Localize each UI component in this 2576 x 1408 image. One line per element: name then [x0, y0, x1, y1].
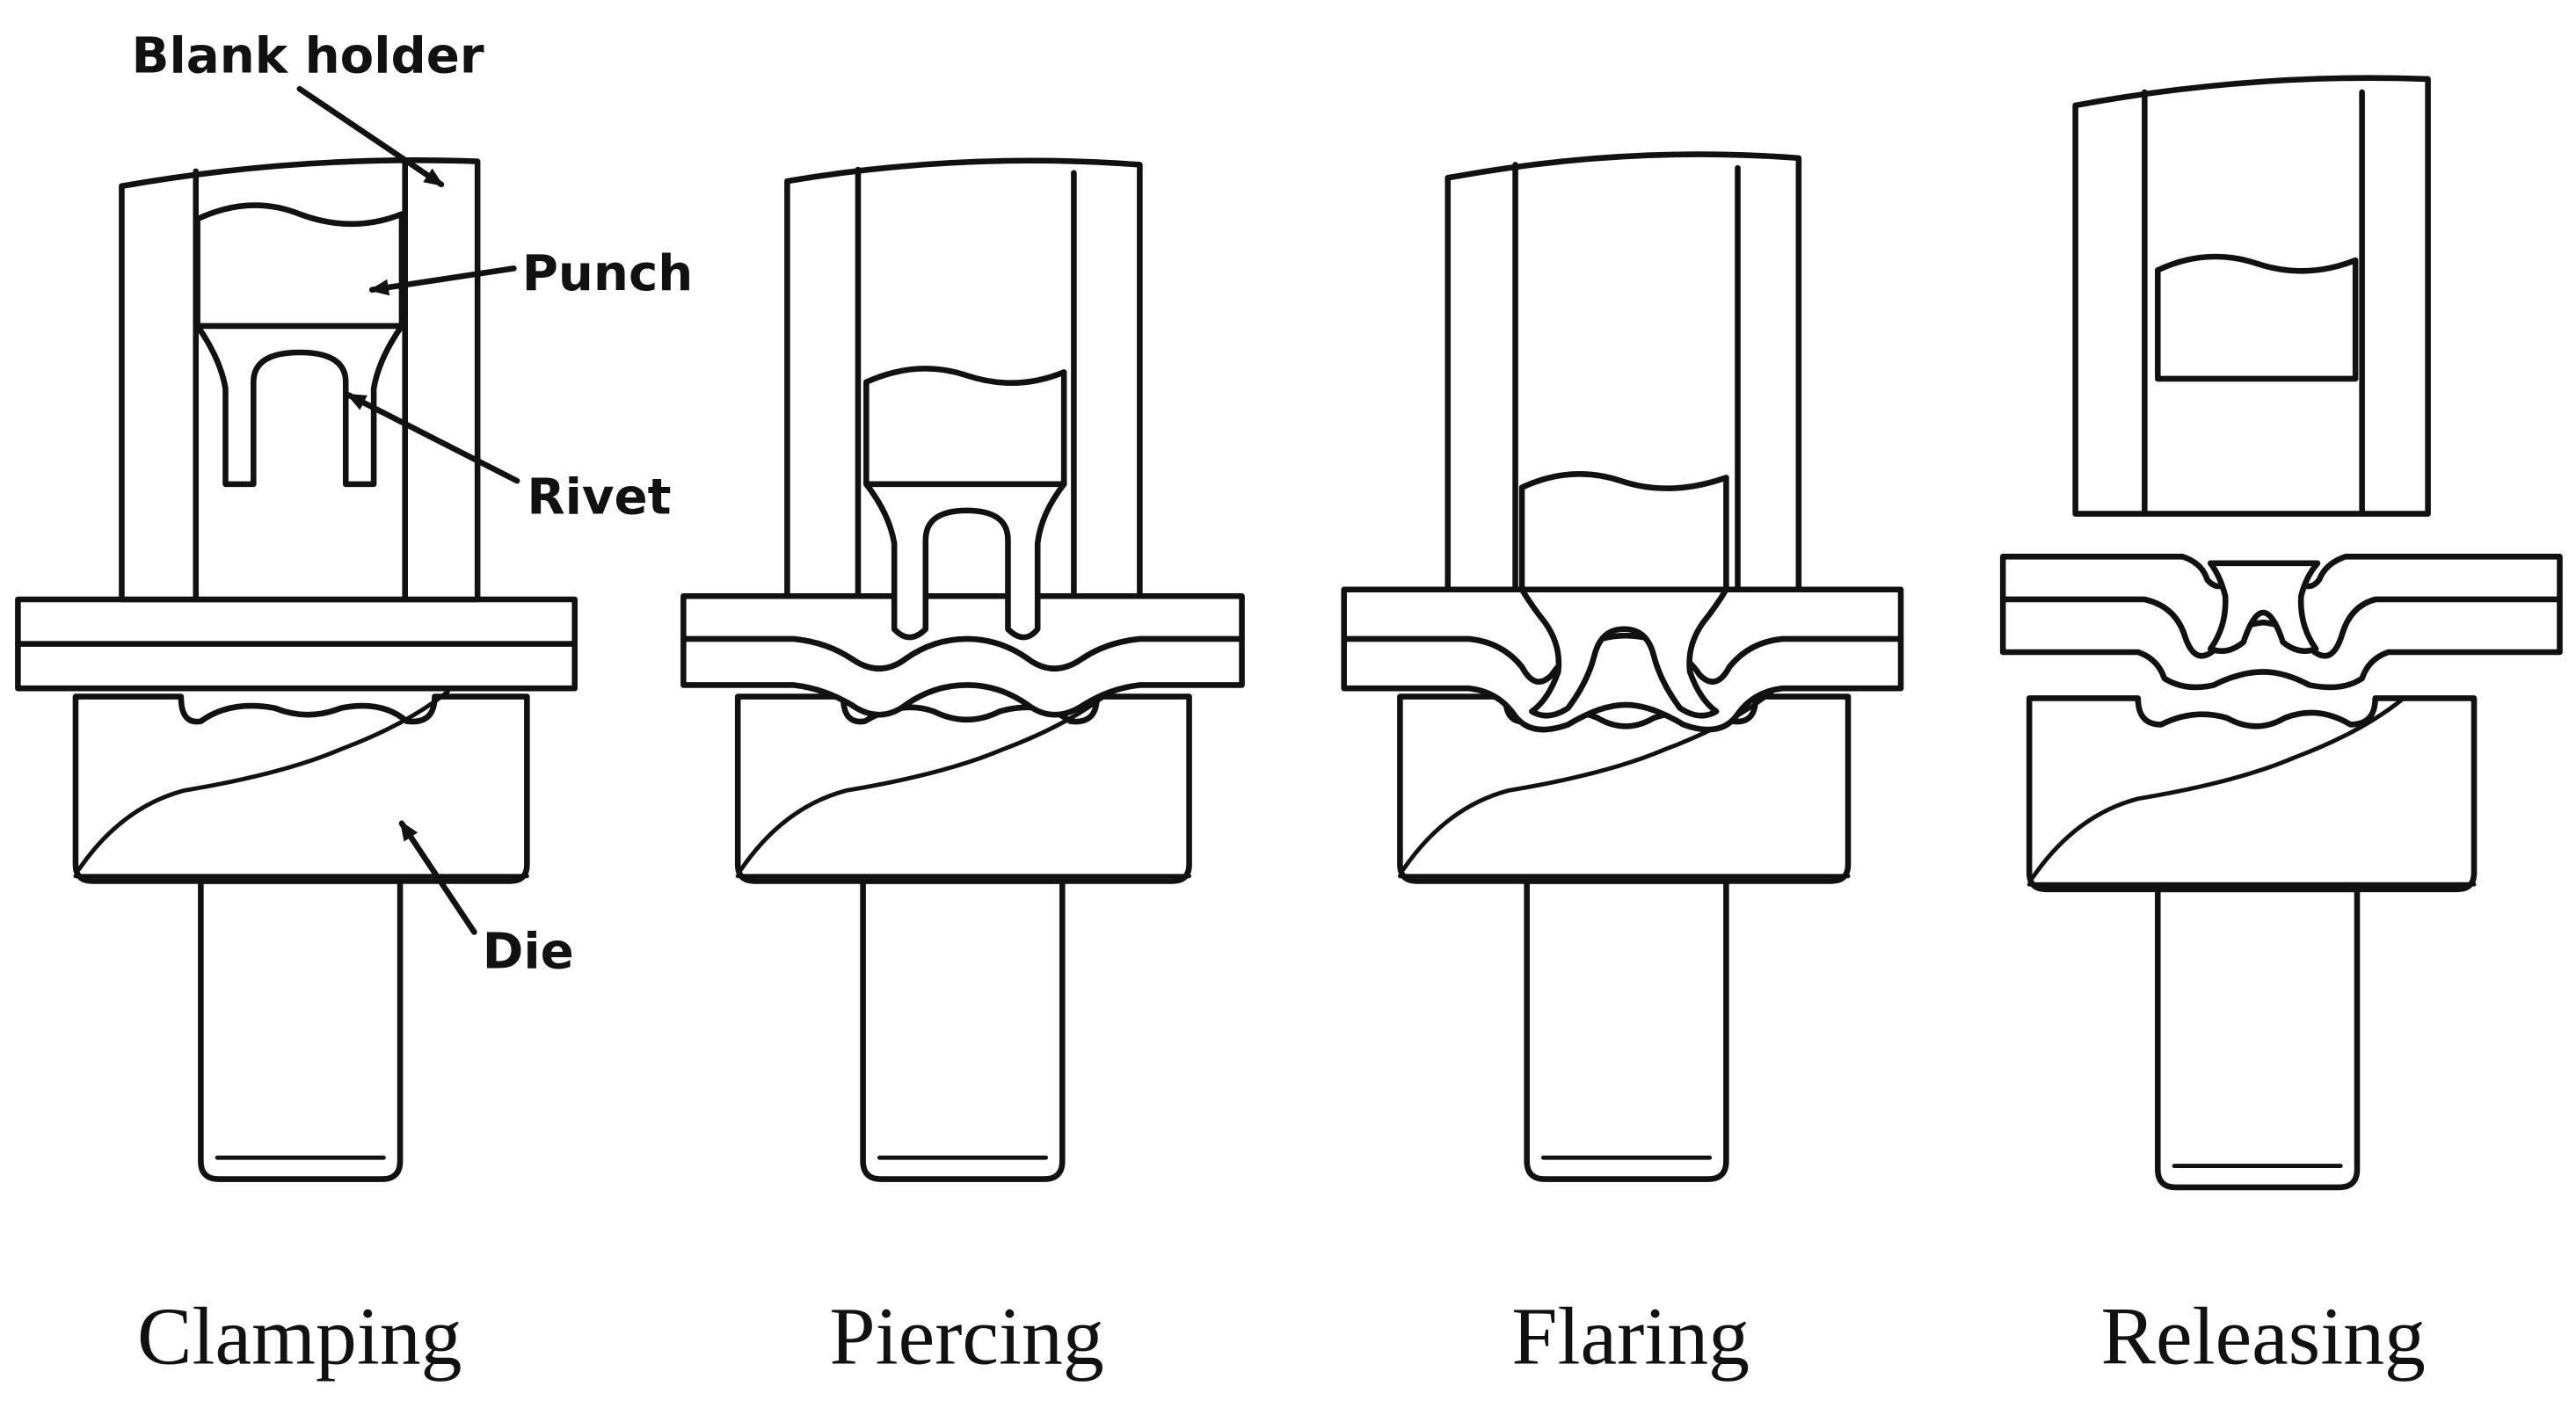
stage-piercing [680, 157, 1245, 1182]
punch [863, 366, 1067, 488]
rivet [863, 481, 1067, 641]
rivet [2207, 560, 2321, 654]
caption-piercing: Piercing [830, 1291, 1104, 1382]
callout-die: Die [398, 820, 574, 981]
die-leader-arrow [398, 820, 477, 935]
punch [194, 202, 405, 330]
rivet [1518, 586, 1729, 719]
blank-holder-leader-arrow [296, 85, 445, 188]
die-stem [860, 878, 1066, 1182]
punch-leader-arrow [368, 265, 517, 296]
punch [1518, 471, 1729, 593]
label-rivet: Rivet [527, 469, 671, 526]
die-body [72, 693, 530, 884]
die-stem [1524, 878, 1729, 1182]
caption-flaring: Flaring [1511, 1291, 1750, 1382]
callout-punch: Punch [368, 245, 694, 302]
die-stem [2155, 886, 2361, 1191]
stage-flaring [1341, 151, 1904, 1182]
stage-releasing [1999, 75, 2563, 1191]
label-blank-holder: Blank holder [132, 27, 484, 84]
lower-sheet [15, 641, 578, 692]
upper-sheet [15, 596, 578, 647]
callout-blank-holder: Blank holder [132, 27, 484, 188]
caption-releasing: Releasing [2101, 1291, 2426, 1382]
die-body [734, 693, 1192, 884]
label-punch: Punch [522, 245, 694, 302]
rivet [194, 323, 405, 488]
stage-clamping [15, 157, 578, 1182]
die-body [1397, 693, 1852, 884]
caption-clamping: Clamping [137, 1291, 462, 1382]
die-stem [198, 878, 404, 1182]
callout-rivet: Rivet [346, 392, 672, 526]
lower-sheet [680, 635, 1245, 718]
die-body [2026, 695, 2478, 893]
label-die: Die [483, 924, 574, 981]
rivet-leader-arrow [346, 392, 520, 484]
punch [2155, 253, 2359, 382]
